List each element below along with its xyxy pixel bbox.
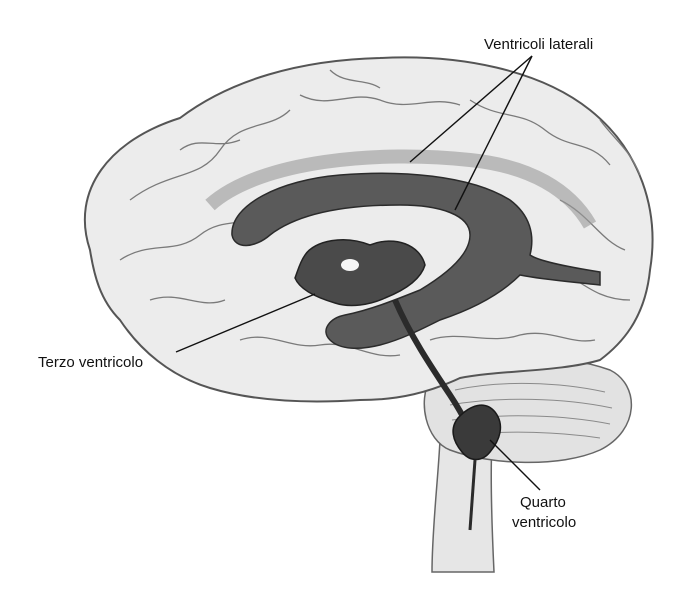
interthalamic-adhesion	[341, 259, 359, 271]
label-lateral-ventricles: Ventricoli laterali	[484, 36, 593, 54]
label-third-ventricle: Terzo ventricolo	[38, 354, 143, 372]
brain-stem	[432, 440, 494, 572]
label-fourth-ventricle-line1: Quarto	[520, 494, 566, 512]
label-fourth-ventricle-line2: ventricolo	[512, 514, 576, 532]
cerebrum-outline	[85, 57, 653, 401]
